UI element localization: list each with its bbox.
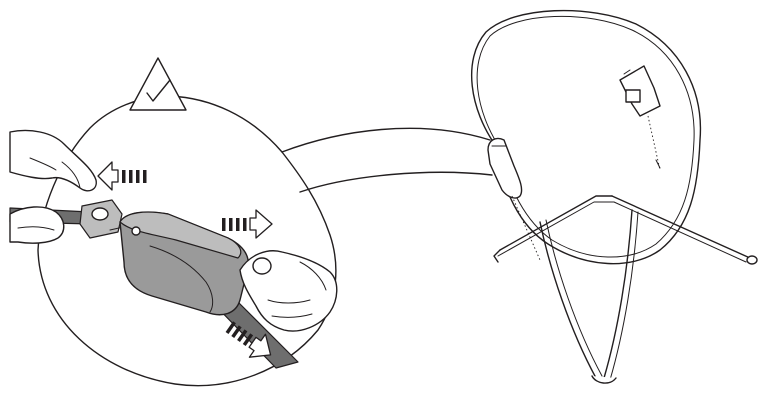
connector-cables xyxy=(511,115,661,261)
callout-connector xyxy=(281,127,493,193)
arrow-right-icon xyxy=(222,209,273,239)
headgear-stand xyxy=(493,195,758,384)
arrow-down-right-icon xyxy=(225,321,272,358)
sensor-device xyxy=(119,211,250,316)
buckle-clip xyxy=(79,199,129,239)
sensor-pad-right xyxy=(619,65,661,117)
left-hand-upper xyxy=(9,129,97,192)
right-hand xyxy=(239,250,338,332)
arrow-left-icon xyxy=(97,161,147,191)
left-hand-lower xyxy=(9,206,65,244)
check-triangle-icon xyxy=(129,57,187,111)
magnified-detail-circle xyxy=(37,95,337,387)
headgear-loop xyxy=(470,9,702,265)
sensor-pad-left xyxy=(487,137,523,199)
